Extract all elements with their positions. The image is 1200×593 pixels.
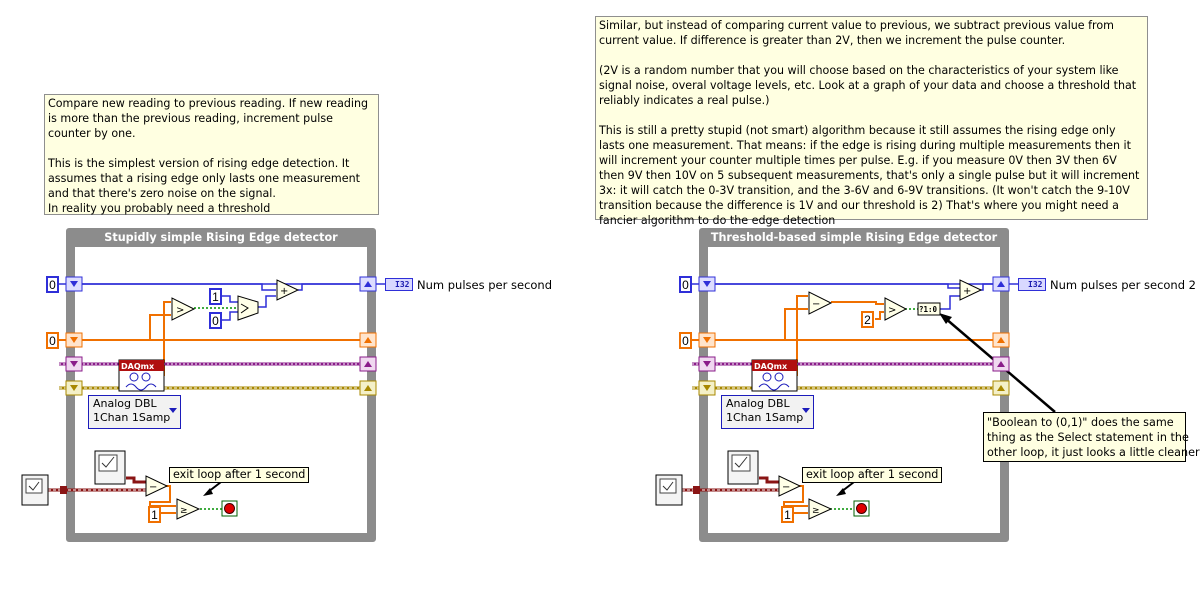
left-exit-loop-comment: exit loop after 1 second: [169, 467, 310, 483]
right-shift-registers[interactable]: [698, 276, 1010, 396]
left-prev-init-constant[interactable]: 0: [46, 332, 59, 349]
left-daq-read-selector[interactable]: Analog DBL 1Chan 1Samp: [88, 395, 181, 429]
callout-line-3: other loop, it just looks a little clean…: [987, 446, 1200, 459]
svg-text:>: >: [888, 305, 896, 316]
left-count-init-constant[interactable]: 0: [46, 276, 59, 293]
svg-text:+: +: [963, 286, 971, 297]
svg-text:−: −: [782, 482, 790, 493]
svg-text:≥: ≥: [180, 506, 188, 516]
right-note-paragraph-2: (2V is a random number that you will cho…: [599, 64, 1137, 107]
bool-to-int-label: ?1:0: [919, 305, 938, 314]
right-num-pulses-indicator[interactable]: I32: [1018, 278, 1046, 291]
right-prev-init-constant[interactable]: 0: [679, 332, 692, 349]
svg-text:+: +: [280, 286, 288, 297]
right-daq-select-line-1: Analog DBL: [726, 397, 790, 410]
left-note-paragraph-3: In reality you probably need a threshold: [48, 202, 271, 215]
callout-line-1: "Boolean to (0,1)" does the same: [987, 416, 1174, 429]
right-num-pulses-label: Num pulses per second 2: [1050, 278, 1196, 292]
left-shift-registers[interactable]: [65, 276, 377, 396]
callout-line-2: thing as the Select statement in the: [987, 431, 1189, 444]
right-wires: [682, 283, 1056, 514]
left-wires: [48, 283, 386, 514]
left-num-pulses-label: Num pulses per second: [417, 278, 553, 292]
left-note-paragraph-1: Compare new reading to previous reading.…: [48, 97, 369, 140]
left-daqmx-label: DAQmx: [121, 362, 155, 371]
right-description-note: Similar, but instead of comparing curren…: [595, 16, 1148, 227]
right-note-paragraph-3: This is still a pretty stupid (not smart…: [599, 124, 1140, 227]
chevron-down-icon: [169, 408, 177, 413]
right-daq-select-line-2: 1Chan 1Samp: [726, 411, 804, 424]
left-num-pulses-indicator[interactable]: I32: [385, 278, 413, 291]
right-note-paragraph-1: Similar, but instead of comparing curren…: [599, 19, 1114, 47]
right-threshold-constant[interactable]: 2: [861, 311, 874, 328]
right-function-nodes[interactable]: − > ?1:0 + − ≥ DAQmx: [655, 279, 983, 520]
left-select-true-constant[interactable]: 1: [209, 288, 222, 305]
svg-text:≥: ≥: [812, 506, 820, 516]
left-loop-title: Stupidly simple Rising Edge detector: [104, 231, 338, 244]
right-daq-read-selector[interactable]: Analog DBL 1Chan 1Samp: [721, 395, 814, 429]
svg-text:−: −: [812, 299, 820, 310]
left-daq-select-line-1: Analog DBL: [93, 397, 157, 410]
right-daqmx-label: DAQmx: [754, 362, 788, 371]
chevron-down-icon: [802, 408, 810, 413]
left-time-limit-constant[interactable]: 1: [148, 506, 161, 523]
right-boolean-callout: "Boolean to (0,1)" does the same thing a…: [983, 412, 1200, 462]
right-loop-title: Threshold-based simple Rising Edge detec…: [710, 231, 998, 244]
svg-text:>: >: [176, 305, 184, 316]
svg-text:−: −: [149, 482, 157, 493]
right-exit-loop-comment: exit loop after 1 second: [802, 467, 943, 483]
right-count-init-constant[interactable]: 0: [679, 276, 692, 293]
right-time-limit-constant[interactable]: 1: [781, 506, 794, 523]
left-description-note: Compare new reading to previous reading.…: [44, 94, 379, 215]
left-select-false-constant[interactable]: 0: [209, 312, 222, 329]
left-function-nodes[interactable]: > + − ≥ DAQmx: [21, 279, 300, 520]
left-daq-select-line-2: 1Chan 1Samp: [93, 411, 171, 424]
left-note-paragraph-2: This is the simplest version of rising e…: [48, 157, 360, 200]
